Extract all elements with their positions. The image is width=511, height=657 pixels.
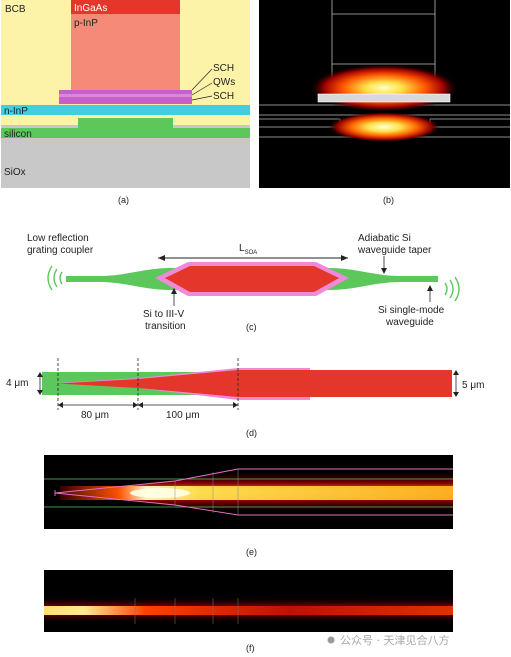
panel-b: (b): [259, 0, 510, 205]
grating-label-line1: Low reflection: [27, 233, 89, 244]
dimension-guides: [57, 358, 239, 410]
sch-bottom-label: SCH: [213, 91, 234, 102]
caption-f: (f): [246, 643, 255, 653]
caption-c: (c): [246, 322, 257, 332]
caption-a: (a): [118, 195, 129, 205]
sch-top-leader: [191, 68, 213, 91]
singlemode-label-line2: waveguide: [385, 317, 434, 328]
panel-c: LSOA Low reflection grating coupler Adia…: [27, 233, 460, 332]
field-e-fade: [44, 455, 134, 529]
field-e-section-lines: [174, 469, 239, 515]
taper-label-line1: Adiabatic Si: [358, 233, 411, 244]
sch-bottom-leader: [191, 95, 213, 101]
taper-arrow: [381, 268, 387, 274]
lsoa-arrow-left: [158, 255, 165, 261]
watermark-text: 公众号 · 天津见合八方: [340, 633, 450, 647]
len2-label: 100 μm: [166, 410, 200, 421]
sch-top-layer: [59, 90, 192, 94]
field-f-section-lines: [134, 598, 239, 624]
pinp-layer: [71, 14, 180, 90]
ninp-layer: [1, 105, 250, 115]
silicon-label: silicon: [4, 129, 32, 140]
ninp-label: n-InP: [4, 106, 28, 117]
field-f-core: [44, 606, 453, 615]
upper-mode-lobe: [309, 64, 459, 112]
sch-top-label: SCH: [213, 63, 234, 74]
field-e-si-outline: [44, 478, 453, 508]
singlemode-arrow: [427, 285, 433, 291]
silicon-layer: [1, 128, 250, 138]
grating-coupler-right-icon: [444, 276, 460, 302]
width-left-label: 4 μm: [6, 378, 28, 389]
qws-leader: [191, 82, 213, 96]
width-left-arrows: [37, 372, 43, 395]
taper-label-line2: waveguide taper: [357, 245, 432, 256]
bcb-label: BCB: [5, 4, 26, 15]
active-region-outline: [317, 93, 451, 103]
transition-label-line2: transition: [145, 321, 186, 332]
taper-active: [58, 370, 452, 397]
silicon-rib: [78, 118, 173, 128]
lsoa-arrow-right: [341, 255, 348, 261]
grating-coupler-left-icon: [47, 265, 63, 291]
caption-d: (d): [246, 428, 257, 438]
qws-label: QWs: [213, 77, 235, 88]
sch-bottom-layer: [59, 97, 192, 104]
siox-label: SiOx: [4, 167, 26, 178]
panel-d: 4 μm 5 μm 80 μm 100 μm (d): [6, 358, 484, 438]
caption-e: (e): [246, 547, 257, 557]
lower-mode-lobe: [328, 112, 440, 142]
watermark-icon: [327, 636, 335, 644]
panel-a: BCB InGaAs p-InP SCH QWs SCH n-InP silic…: [1, 0, 250, 205]
len1-label: 80 μm: [81, 410, 109, 421]
watermark: 公众号 · 天津见合八方: [327, 633, 450, 647]
transition-label-line1: Si to III-V: [143, 309, 184, 320]
singlemode-label-line1: Si single-mode: [378, 305, 445, 316]
field-e-iii-v-outline: [54, 468, 453, 516]
panel-f: (f): [44, 570, 453, 653]
field-e-hotspot: [130, 488, 190, 498]
soa-active: [165, 266, 339, 292]
pinp-label: p-InP: [74, 18, 98, 29]
caption-b: (b): [383, 195, 394, 205]
qws-layer: [59, 93, 192, 97]
ingaas-label: InGaAs: [74, 3, 107, 14]
panel-e: (e): [44, 455, 453, 557]
grating-label-line2: grating coupler: [27, 245, 94, 256]
lsoa-label: LSOA: [239, 243, 257, 256]
ingaas-layer: [71, 0, 180, 14]
transition-arrow: [171, 288, 177, 294]
width-right-label: 5 μm: [462, 380, 484, 391]
